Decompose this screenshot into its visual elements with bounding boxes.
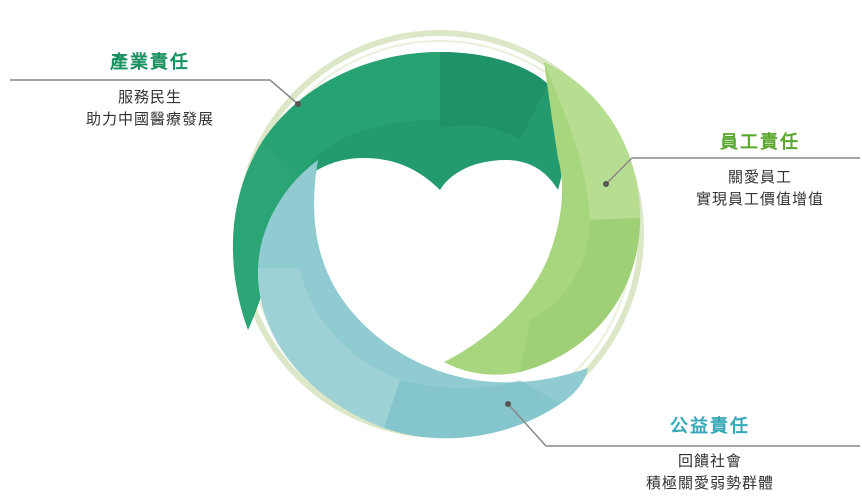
employee-title: 員工責任 [720, 132, 800, 153]
industry-line-1: 服務民生 [117, 88, 182, 106]
employee-segment [444, 62, 640, 375]
industry-line-2: 助力中國醫療發展 [85, 110, 214, 128]
employee-leader-dot [603, 181, 609, 187]
industry-leader-dot [295, 101, 301, 107]
employee-label-block: 員工責任 關愛員工 實現員工價值增值 [650, 128, 862, 210]
welfare-title: 公益責任 [670, 416, 750, 437]
industry-title: 產業責任 [110, 52, 190, 73]
welfare-label-block: 公益責任 回饋社會 積極關愛弱勢群體 [600, 412, 820, 494]
welfare-leader-line [507, 403, 860, 447]
industry-leader-line [10, 79, 299, 105]
employee-line-1: 關愛員工 [727, 168, 792, 186]
welfare-line-2: 積極關愛弱勢群體 [645, 474, 774, 492]
welfare-segment [257, 160, 588, 439]
employee-line-2: 實現員工價值增值 [695, 190, 824, 208]
employee-leader-line [605, 157, 860, 185]
industry-label-block: 產業責任 服務民生 助力中國醫療發展 [40, 48, 260, 130]
welfare-leader-dot [505, 401, 511, 407]
welfare-line-1: 回饋社會 [677, 452, 742, 470]
